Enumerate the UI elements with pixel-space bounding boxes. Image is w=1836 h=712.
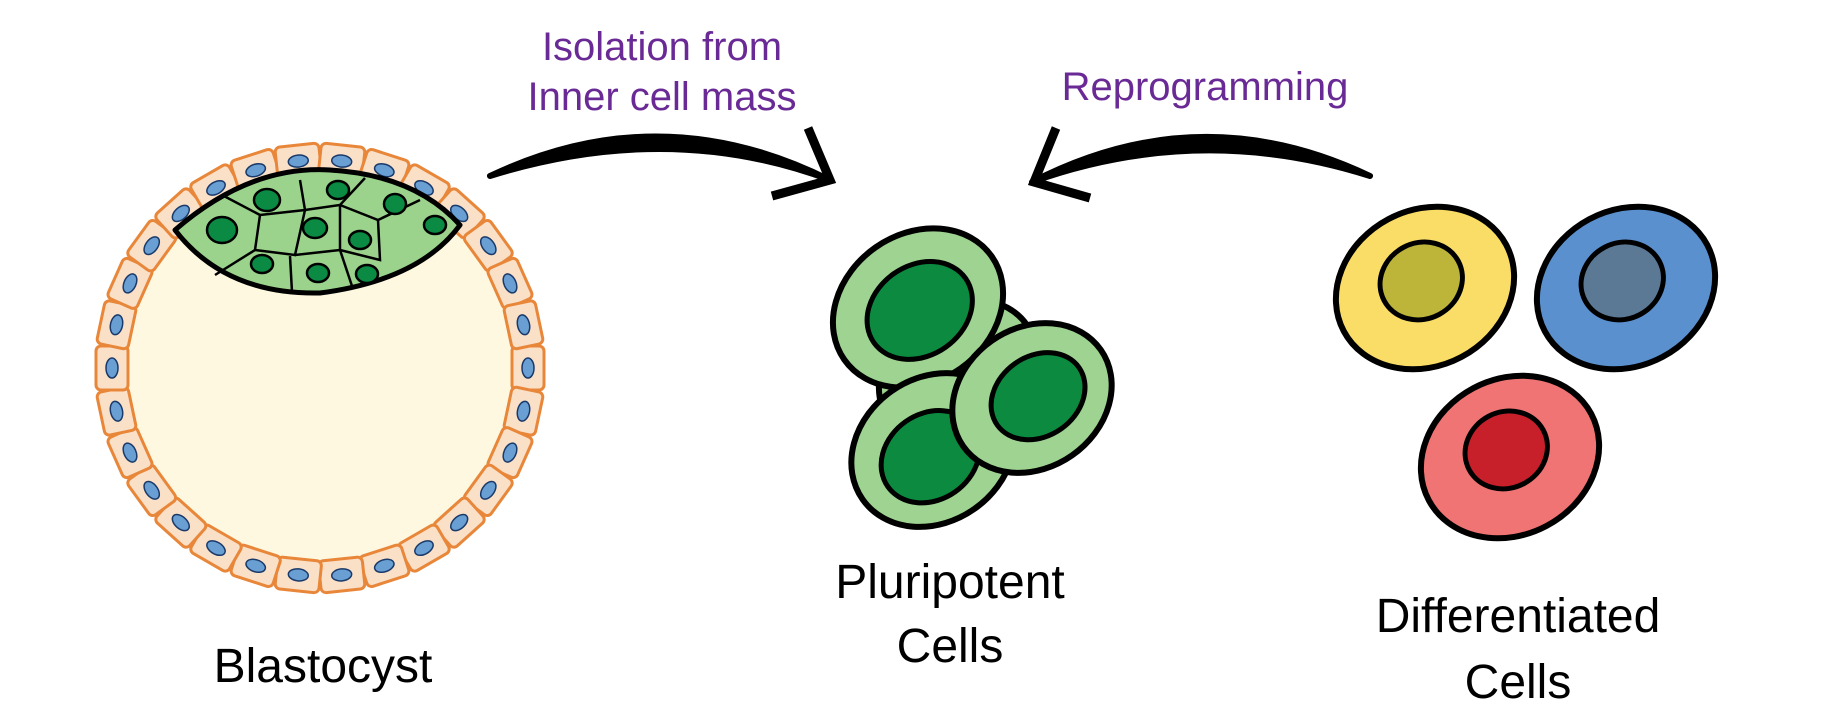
pluripotent-label-line1: Pluripotent <box>835 556 1064 609</box>
pluripotent-label-line2: Cells <box>897 620 1004 673</box>
isolation-arrowhead <box>770 126 837 201</box>
red-cell <box>1417 372 1603 542</box>
differentiated-label-line2: Cells <box>1465 656 1572 709</box>
trophoblast-cell <box>273 555 323 595</box>
trophoblast-cell <box>94 344 130 392</box>
blastocyst <box>94 141 546 595</box>
trophoblast-cell <box>397 523 451 573</box>
trophoblast-cell <box>95 385 138 437</box>
differentiated-label-line1: Differentiated <box>1376 590 1661 643</box>
trophoblast-cell <box>229 543 282 589</box>
reprogramming-arrow-shaft <box>1029 134 1373 185</box>
trophoblast-cell <box>502 299 545 351</box>
trophoblast-cell <box>486 426 534 480</box>
trophoblast-cell <box>510 344 546 392</box>
trophoblast-cell <box>95 299 138 351</box>
trophoblast-cell <box>317 555 367 595</box>
pluripotent-cell <box>949 320 1115 476</box>
inner-cell-mass <box>172 167 463 296</box>
trophoblast-cell <box>106 256 154 310</box>
pluripotent-cell <box>829 225 1007 391</box>
differentiated-cells <box>1332 203 1719 542</box>
reprogramming-arrow <box>1027 126 1373 203</box>
trophoblast-cell <box>462 218 514 273</box>
yellow-cell <box>1332 203 1518 373</box>
isolation-label-line2: Inner cell mass <box>528 75 797 119</box>
isolation-arrow <box>487 126 837 201</box>
isolation-label-line1: Isolation from <box>542 25 782 69</box>
isolation-arrow-shaft <box>487 133 833 183</box>
reprogramming-label: Reprogramming <box>1062 65 1349 109</box>
blue-cell <box>1533 203 1719 373</box>
pluripotent-cells <box>829 225 1115 530</box>
trophoblast-cell <box>126 463 178 518</box>
blastocyst-label: Blastocyst <box>214 640 433 693</box>
reprogramming-arrowhead <box>1027 126 1092 203</box>
